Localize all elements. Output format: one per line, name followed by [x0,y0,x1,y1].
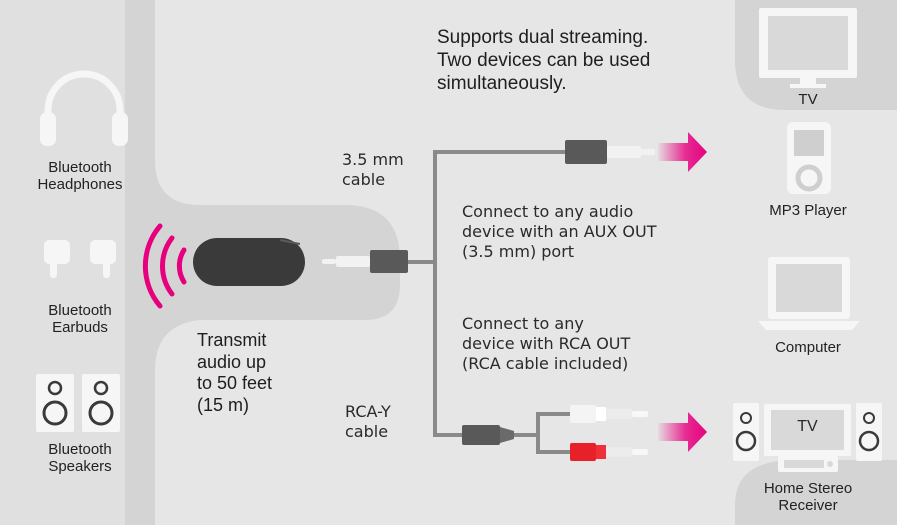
rca-white-plug [570,405,648,423]
headphones-icon [40,70,128,146]
label-line: TV [798,91,818,108]
cable-rcay-label: RCA-Y cable [345,402,391,442]
transmitter-icon [193,238,305,286]
rca-y-connector [462,425,514,445]
rca-red-plug [570,443,648,461]
stereo-label: Home Stereo Receiver [748,480,868,515]
earbuds-label: Bluetooth Earbuds [20,302,140,337]
transmit-range-note: Transmit audio up to 50 feet (15 m) [197,330,272,416]
label-line: Receiver [778,497,838,515]
signal-waves-icon [142,223,187,309]
headphones-label: Bluetooth Headphones [20,159,140,194]
note-line: cable [342,170,386,189]
note-line: Connect to any audio [462,202,634,221]
label-line: Earbuds [52,319,108,337]
note-line: cable [345,422,389,441]
label-line: Home Stereo [763,480,853,497]
receiver-screen-text: TV [797,418,818,435]
note-line: Connect to any [462,314,584,333]
note-line: 3.5 mm [342,150,404,169]
aux-plug [565,140,655,164]
aux-out-note: Connect to any audio device with an AUX … [462,202,656,262]
tv-icon [759,8,857,88]
tv-label: TV [748,91,868,108]
note-line: (3.5 mm) port [462,242,575,261]
note-line: Two devices can be used [437,49,651,71]
main-plug [322,250,408,273]
label-line: Headphones [37,176,123,194]
label-line: Computer [775,339,841,356]
earbuds-icon [44,240,116,278]
mp3-player-icon [787,122,831,194]
speakers-label: Bluetooth Speakers [20,441,140,476]
label-line: MP3 Player [769,202,847,219]
note-line: audio up [197,351,267,372]
speakers-icon [36,374,120,432]
note-line: simultaneously. [437,72,567,94]
dual-streaming-note: Supports dual streaming. Two devices can… [437,27,650,95]
arrow-icon-aux [658,132,707,172]
note-line: device with an AUX OUT [462,222,657,241]
cable-lines [408,150,570,454]
stereo-receiver-icon [733,403,882,472]
note-line: Supports dual streaming. [437,27,649,48]
label-line: Bluetooth [48,302,112,319]
note-line: device with RCA OUT [462,334,631,353]
note-line: (RCA cable included) [462,354,629,373]
label-line: Bluetooth [48,441,112,458]
note-line: to 50 feet [197,373,273,394]
computer-label: Computer [748,339,868,356]
cable-35mm-label: 3.5 mm cable [342,150,404,190]
laptop-icon [758,257,860,330]
note-line: Transmit [197,330,267,350]
mp3-label: MP3 Player [748,202,868,219]
arrow-icon-rca [658,412,707,452]
note-line: RCA-Y [345,402,391,421]
center-panel [155,0,897,525]
label-line: Bluetooth [48,159,112,176]
note-line: (15 m) [197,394,250,415]
rca-out-note: Connect to any device with RCA OUT (RCA … [462,314,630,374]
label-line: Speakers [48,458,112,476]
